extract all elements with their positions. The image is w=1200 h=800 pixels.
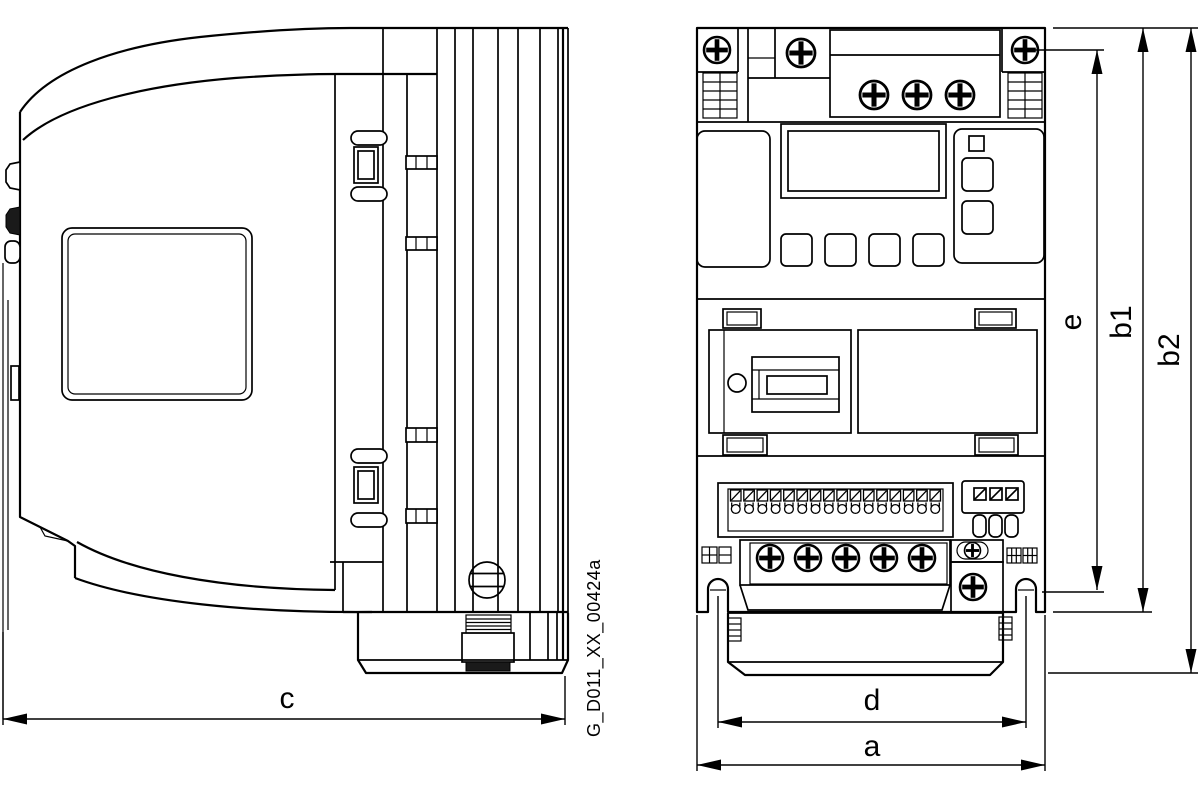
dimension-label-b1: b1 (1105, 305, 1138, 338)
front-view (695, 26, 1047, 677)
mounting-tab-top-right (1001, 28, 1045, 119)
terminal-icon (796, 489, 809, 515)
terminal-icon (783, 489, 795, 515)
dimension-label-d: d (864, 684, 881, 717)
dimension-label-a: a (864, 730, 881, 763)
dimension-c: c (2, 632, 566, 725)
dimension-d: d (717, 596, 1027, 728)
terminal-icon (756, 489, 769, 515)
terminal-icon (902, 489, 915, 515)
terminal-icon (849, 489, 862, 515)
keypad-button (824, 233, 857, 267)
keypad-button (868, 233, 901, 267)
terminal-icon (769, 489, 782, 515)
terminal-icon (836, 489, 849, 515)
terminal-icon (876, 489, 888, 515)
terminal-icon (929, 489, 942, 515)
phillips-screw-icon (757, 545, 783, 571)
ground-screw-icon (787, 39, 815, 67)
terminal-icon (973, 487, 987, 501)
io-covers (697, 308, 1045, 457)
phillips-screw-icon (704, 37, 730, 63)
terminal-icon (989, 487, 1003, 501)
status-led (968, 135, 985, 152)
dimension-label-e: e (1055, 314, 1088, 331)
mounting-tab-top-left (697, 28, 739, 119)
power-terminal-block-top (697, 28, 1045, 123)
operator-panel (696, 123, 1045, 300)
aux-terminal-block (961, 480, 1025, 538)
terminal-icon (889, 489, 902, 515)
dimension-b1: b1 (1053, 27, 1198, 613)
terminal-icon (729, 489, 742, 515)
keypad-button (961, 157, 994, 192)
terminal-icon (1005, 487, 1019, 501)
phillips-screw-icon (860, 81, 888, 109)
front-bottom-cover (726, 612, 1013, 677)
panel-left-cover (696, 130, 771, 268)
din-rail-clips (405, 155, 438, 524)
phillips-screw-icon (795, 545, 821, 571)
dimension-a: a (696, 615, 1046, 771)
dimension-label-b2: b2 (1153, 333, 1186, 366)
terminal-icon (916, 489, 928, 515)
drawing-number: G_D011_XX_00424a (584, 559, 605, 737)
side-bottom-cover (356, 613, 570, 675)
phillips-screw-icon (909, 545, 935, 571)
side-left-tabs (2, 160, 21, 719)
phillips-screw-icon (960, 574, 986, 600)
side-clips (701, 546, 1038, 564)
phillips-screw-icon (871, 545, 897, 571)
display-screen (787, 130, 940, 192)
io-cover-right (857, 329, 1038, 434)
phillips-screw-icon (946, 81, 974, 109)
side-view (2, 26, 570, 719)
side-outline (18, 26, 569, 660)
io-cover-left (708, 329, 852, 434)
cover-hole (727, 373, 747, 393)
side-latch-tabs (350, 130, 388, 528)
front-outline (695, 26, 1047, 614)
phillips-screw-icon (963, 541, 982, 560)
dimension-label-c: c (280, 682, 295, 715)
keypad-button (912, 233, 945, 267)
terminal-icon (743, 489, 755, 515)
display-frame (780, 123, 947, 199)
power-terminal-block-bottom (739, 539, 1004, 613)
panel-right-cover (953, 128, 1045, 264)
dimension-b2: b2 (1048, 28, 1198, 674)
expansion-port (751, 356, 840, 413)
side-slotted-screw-icon (468, 561, 506, 599)
cable-gland-ribs (465, 614, 512, 634)
dimension-e: e (1026, 49, 1104, 593)
terminal-icon (822, 489, 835, 515)
phillips-screw-icon (903, 81, 931, 109)
terminal-icon (862, 489, 875, 515)
side-vent-window (61, 227, 253, 401)
control-terminal-strip (717, 482, 954, 538)
keypad-button (961, 200, 994, 235)
terminal-icon (809, 489, 822, 515)
phillips-screw-icon (833, 545, 859, 571)
keypad-button (780, 233, 813, 267)
